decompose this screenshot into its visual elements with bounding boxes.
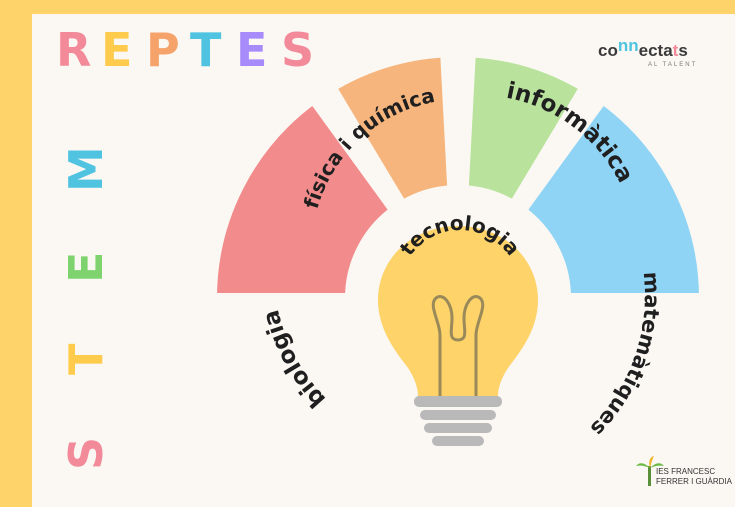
school-line-1: IES FRANCESC bbox=[656, 467, 715, 476]
segment-label-biologia: biologia bbox=[258, 307, 331, 412]
logo-part-1: co bbox=[598, 41, 618, 60]
bulb-filament bbox=[431, 295, 485, 396]
title-letter-r: R bbox=[56, 23, 91, 77]
title-letter-t: T bbox=[190, 23, 222, 77]
light-bulb-icon bbox=[378, 226, 538, 446]
bulb-base-ring-3 bbox=[424, 423, 492, 433]
title-letter-p: P bbox=[146, 23, 180, 77]
stem-letter-e: E bbox=[59, 252, 113, 283]
bulb-base-ring-2 bbox=[420, 410, 496, 420]
palm-tree-icon bbox=[636, 456, 664, 486]
segment-biologia bbox=[207, 93, 400, 303]
segment-fisica bbox=[326, 47, 458, 211]
bulb-base bbox=[414, 396, 502, 446]
title-letter-s: S bbox=[281, 23, 314, 77]
segment-matematiques bbox=[516, 93, 709, 303]
logo-part-4: t bbox=[673, 41, 679, 60]
logo-tagline: AL TALENT bbox=[648, 62, 697, 68]
school-logo: IES FRANCESC FERRER I GUÀRDIA bbox=[636, 456, 733, 486]
stem-letter-m: M bbox=[59, 146, 113, 192]
logo-connectats: connectats AL TALENT bbox=[598, 36, 697, 68]
stem-letter-t: T bbox=[59, 343, 113, 375]
title-letter-e2: E bbox=[236, 23, 267, 77]
svg-text:connectats: connectats bbox=[598, 36, 688, 60]
segment-informatica bbox=[458, 47, 590, 211]
bulb-glass bbox=[378, 226, 538, 396]
logo-part-5: s bbox=[678, 41, 687, 60]
school-line-2: FERRER I GUÀRDIA bbox=[656, 477, 733, 486]
title-letter-e1: E bbox=[101, 23, 132, 77]
logo-part-3: ecta bbox=[639, 41, 674, 60]
bulb-base-ring-4 bbox=[432, 436, 484, 446]
bulb-base-ring-1 bbox=[414, 396, 502, 407]
logo-part-2: nn bbox=[618, 36, 639, 55]
title-reptes: R E P T E S bbox=[56, 23, 314, 77]
stem-vertical: S T E M bbox=[59, 146, 113, 470]
stem-letter-s: S bbox=[59, 437, 113, 470]
stem-segments bbox=[207, 47, 709, 303]
segment-label-biologia-text: biologia bbox=[258, 307, 331, 412]
